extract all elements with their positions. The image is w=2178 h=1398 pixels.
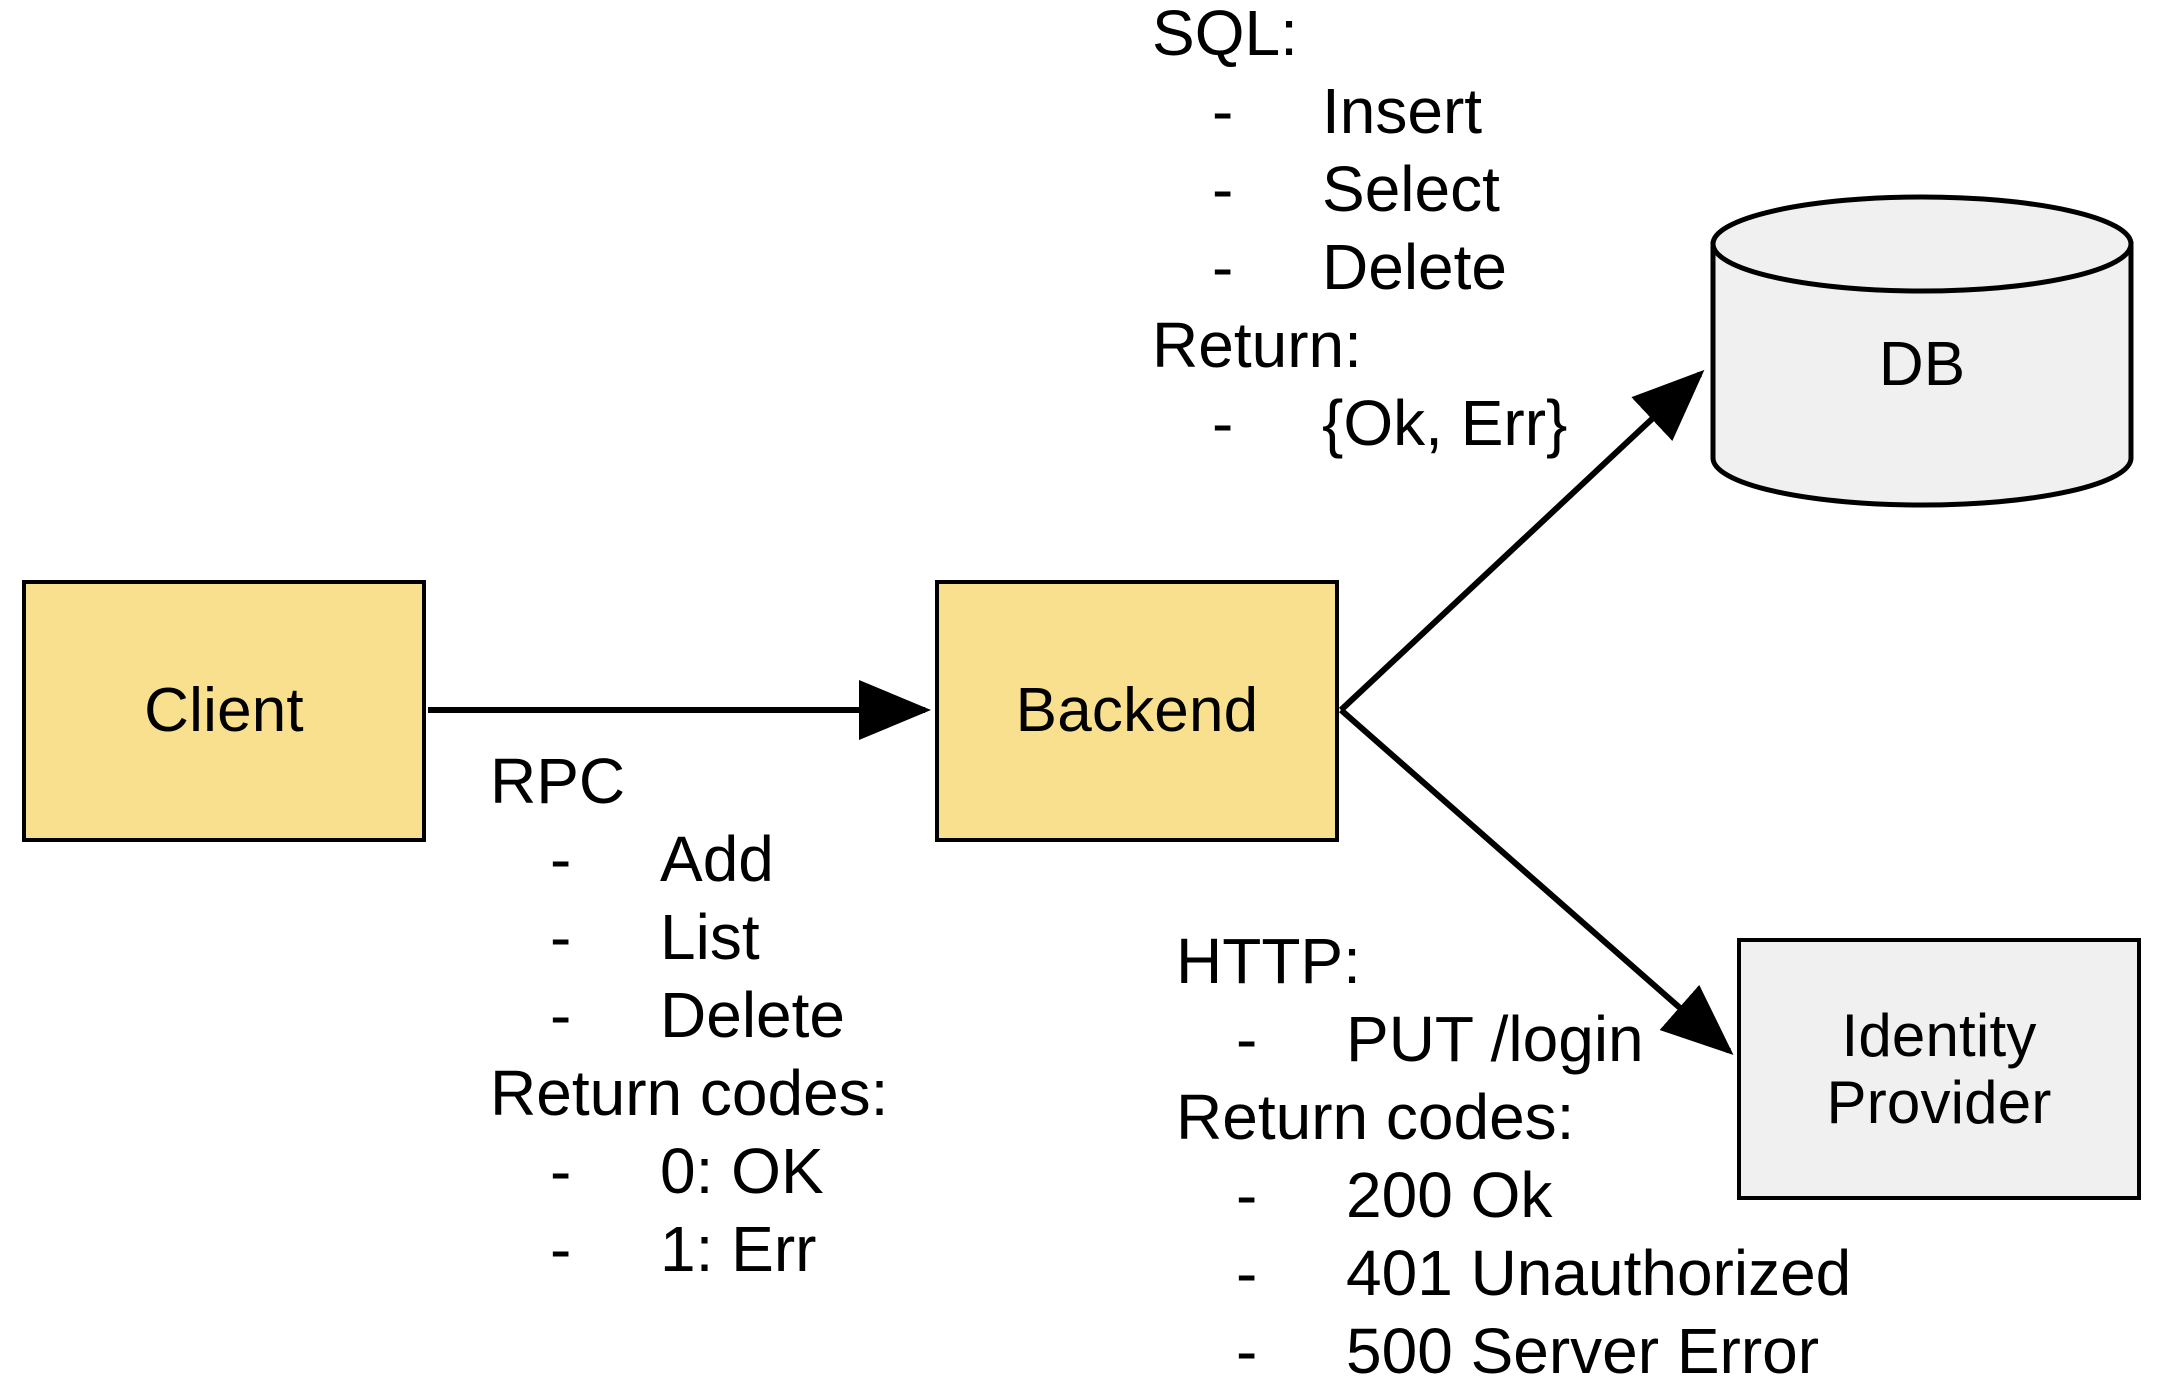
http-heading: HTTP: (1176, 925, 1361, 997)
http-return-heading: Return codes: (1176, 1081, 1575, 1153)
node-backend-label: Backend (1015, 676, 1259, 746)
rpc-item-label: Add (660, 823, 774, 895)
sql-heading: SQL: (1152, 0, 1298, 69)
rpc-return-heading: Return codes: (490, 1057, 889, 1129)
bullet-dash: - (1236, 1003, 1258, 1075)
node-identity-provider-label-line2: Provider (1826, 1069, 2052, 1136)
http-return-item-label: 500 Server Error (1346, 1315, 1820, 1387)
rpc-item-label: List (660, 901, 760, 973)
node-identity-provider-label-line1: Identity (1841, 1001, 2037, 1069)
sql-return-item-label: {Ok, Err} (1322, 387, 1568, 459)
http-return-item-label: 401 Unauthorized (1346, 1237, 1852, 1309)
rpc-item: - Add (490, 820, 888, 898)
http-return-item: - 200 Ok (1176, 1156, 1851, 1234)
node-identity-provider[interactable]: Identity Provider (1737, 938, 2141, 1200)
bullet-dash: - (550, 979, 572, 1051)
sql-item-label: Delete (1322, 231, 1507, 303)
rpc-item: - Delete (490, 976, 888, 1054)
rpc-return-item: - 1: Err (490, 1210, 888, 1288)
node-client[interactable]: Client (22, 580, 426, 842)
sql-annotation: SQL: - Insert - Select - Delete Return: - {O… (1152, 0, 1567, 462)
sql-return-heading: Return: (1152, 309, 1362, 381)
bullet-dash: - (550, 823, 572, 895)
bullet-dash: - (1212, 153, 1234, 225)
sql-item-label: Insert (1322, 75, 1483, 147)
rpc-item-label: Delete (660, 979, 845, 1051)
rpc-return-item-label: 0: OK (660, 1135, 824, 1207)
sql-item-label: Select (1322, 153, 1500, 225)
sql-item: - Select (1152, 150, 1567, 228)
rpc-annotation: RPC - Add - List - Delete Return codes: - 0:… (490, 742, 888, 1288)
bullet-dash: - (550, 1213, 572, 1285)
node-identity-provider-label: Identity Provider (1826, 1002, 2051, 1136)
http-return-item-label: 200 Ok (1346, 1159, 1553, 1231)
http-return-item: - 500 Server Error (1176, 1312, 1851, 1390)
rpc-return-item: - 0: OK (490, 1132, 888, 1210)
rpc-item: - List (490, 898, 888, 976)
node-backend[interactable]: Backend (935, 580, 1339, 842)
database-cylinder-icon (1710, 194, 2134, 508)
node-db[interactable]: DB (1708, 192, 2136, 510)
sql-item: - Delete (1152, 228, 1567, 306)
http-item: - PUT /login (1176, 1000, 1851, 1078)
bullet-dash: - (1236, 1315, 1258, 1387)
bullet-dash: - (1236, 1237, 1258, 1309)
bullet-dash: - (550, 1135, 572, 1207)
http-annotation: HTTP: -PUT /login Return codes: -200 Ok … (1176, 922, 1851, 1390)
bullet-dash: - (1212, 387, 1234, 459)
rpc-heading: RPC (490, 745, 626, 817)
node-client-label: Client (144, 676, 304, 746)
bullet-dash: - (1212, 75, 1234, 147)
bullet-dash: - (1212, 231, 1234, 303)
rpc-return-item-label: 1: Err (660, 1213, 817, 1285)
http-item-label: PUT /login (1346, 1003, 1644, 1075)
bullet-dash: - (1236, 1159, 1258, 1231)
http-return-item: - 401 Unauthorized (1176, 1234, 1851, 1312)
sql-return-item: - {Ok, Err} (1152, 384, 1567, 462)
bullet-dash: - (550, 901, 572, 973)
node-db-label: DB (1878, 329, 1966, 399)
sql-item: - Insert (1152, 72, 1567, 150)
